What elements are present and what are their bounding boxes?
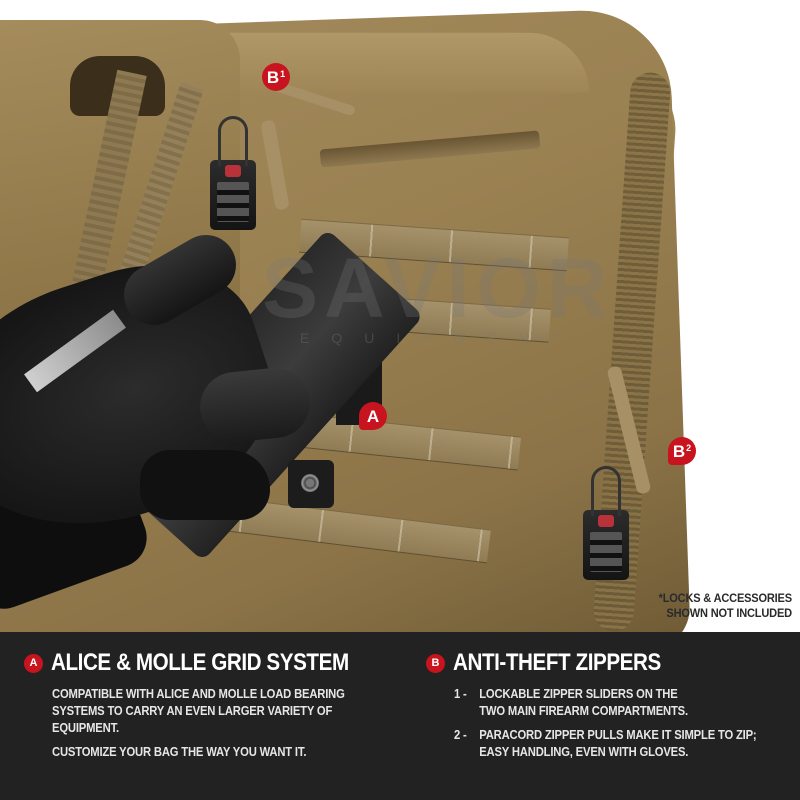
tsa-logo-icon [598,515,614,527]
padlock-icon [210,116,256,230]
watermark-logo: SAVIOR [262,241,614,335]
marker-sup: 2 [686,442,692,453]
padlock-icon [583,466,629,580]
callout-marker-a: A [359,402,387,430]
watermark-sub: EQUIPMENT [300,330,582,346]
feature-badge-b: B [426,653,445,673]
feature-badge-a: A [24,653,43,673]
list-item: 1 - LOCKABLE ZIPPER SLIDERS ON THE TWO M… [454,686,762,720]
feature-description: COMPATIBLE WITH ALICE AND MOLLE LOAD BEA… [24,686,394,761]
marker-letter: B [266,67,280,87]
marker-sup: 1 [280,68,286,79]
list-number: 1 - [454,687,467,701]
feature-title: ALICE & MOLLE GRID SYSTEM [51,649,349,676]
combination-dials [590,532,622,572]
tsa-logo-icon [225,165,241,177]
disclaimer-line: SHOWN NOT INCLUDED [666,606,793,620]
line: SYSTEMS TO CARRY AN EVEN LARGER VARIETY … [52,704,333,718]
list-text: LOCKABLE ZIPPER SLIDERS ON THE TWO MAIN … [479,686,688,720]
disclaimer-note: *LOCKS & ACCESSORIES SHOWN NOT INCLUDED [658,591,793,621]
feature-anti-theft-zippers: B ANTI-THEFT ZIPPERS 1 - LOCKABLE ZIPPER… [426,648,796,761]
padlock-shackle [591,466,621,516]
line: PARACORD ZIPPER PULLS MAKE IT SIMPLE TO … [479,728,757,742]
line: COMPATIBLE WITH ALICE AND MOLLE LOAD BEA… [52,687,345,701]
description-text: CUSTOMIZE YOUR BAG THE WAY YOU WANT IT. [52,745,307,759]
list-item: 2 - PARACORD ZIPPER PULLS MAKE IT SIMPLE… [454,727,762,761]
line: LOCKABLE ZIPPER SLIDERS ON THE [479,687,678,701]
line: EQUIPMENT. [52,721,119,735]
snap-tab [288,460,334,508]
feature-title: ANTI-THEFT ZIPPERS [453,649,661,676]
feature-heading: B ANTI-THEFT ZIPPERS [426,648,796,678]
padlock-shackle [218,116,248,166]
feature-alice-molle: A ALICE & MOLLE GRID SYSTEM COMPATIBLE W… [24,648,394,761]
disclaimer-line: *LOCKS & ACCESSORIES [658,591,793,605]
line: TWO MAIN FIREARM COMPARTMENTS. [479,704,688,718]
marker-letter: A [366,406,380,426]
feature-list: 1 - LOCKABLE ZIPPER SLIDERS ON THE TWO M… [426,686,796,761]
combination-dials [217,182,249,222]
description-text: COMPATIBLE WITH ALICE AND MOLLE LOAD BEA… [52,686,360,737]
features-panel: A ALICE & MOLLE GRID SYSTEM COMPATIBLE W… [0,632,800,800]
list-text: PARACORD ZIPPER PULLS MAKE IT SIMPLE TO … [479,727,756,761]
line: EASY HANDLING, EVEN WITH GLOVES. [479,745,689,759]
glove-fingers [140,450,270,520]
list-number: 2 - [454,728,467,742]
feature-heading: A ALICE & MOLLE GRID SYSTEM [24,648,394,678]
marker-letter: B [672,441,686,461]
